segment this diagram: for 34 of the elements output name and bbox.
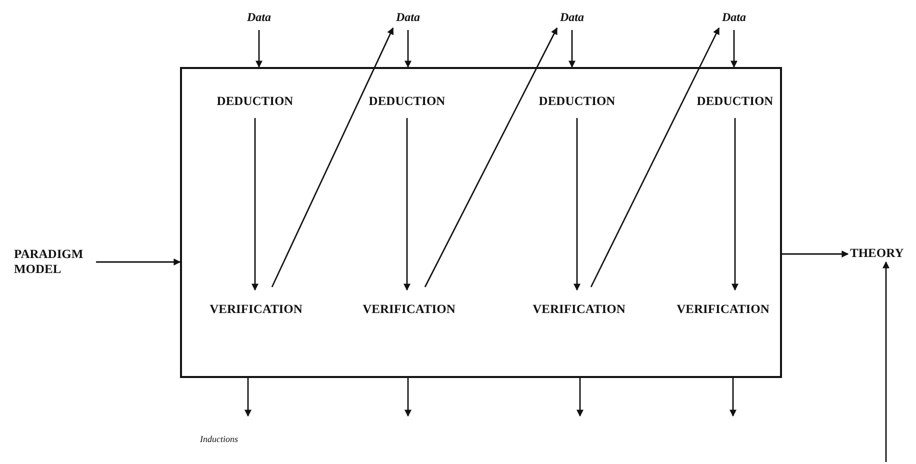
data-label: Data <box>718 10 750 26</box>
arrow <box>574 118 580 291</box>
arrow <box>256 30 262 68</box>
arrow <box>252 118 258 291</box>
process-box <box>180 67 782 378</box>
node-label: PARADIGM MODEL <box>14 247 94 279</box>
arrow <box>424 27 558 288</box>
node-label: THEORY <box>850 246 908 262</box>
arrow <box>404 30 412 68</box>
node-label: DEDUCTION <box>357 94 457 110</box>
node-label: DEDUCTION <box>685 94 785 110</box>
arrow <box>568 30 576 68</box>
node-label: DEDUCTION <box>527 94 627 110</box>
note-text: Inductions <box>200 434 238 444</box>
arrow <box>732 118 738 291</box>
arrow <box>782 250 849 258</box>
data-label: Data <box>392 10 424 26</box>
arrow <box>730 378 736 417</box>
arrow <box>882 261 890 462</box>
arrow <box>244 378 252 417</box>
arrow <box>404 378 412 417</box>
node-label: VERIFICATION <box>668 302 778 318</box>
node-label: VERIFICATION <box>348 302 470 318</box>
node-label: VERIFICATION <box>195 302 317 318</box>
node-label: VERIFICATION <box>518 302 640 318</box>
arrow <box>271 27 394 288</box>
node-label: DEDUCTION <box>205 94 305 110</box>
data-label: Data <box>243 10 275 26</box>
arrow <box>590 27 720 288</box>
arrow <box>96 258 181 266</box>
arrow <box>730 30 738 68</box>
data-label: Data <box>556 10 588 26</box>
arrow <box>576 378 584 417</box>
arrow <box>404 118 410 291</box>
